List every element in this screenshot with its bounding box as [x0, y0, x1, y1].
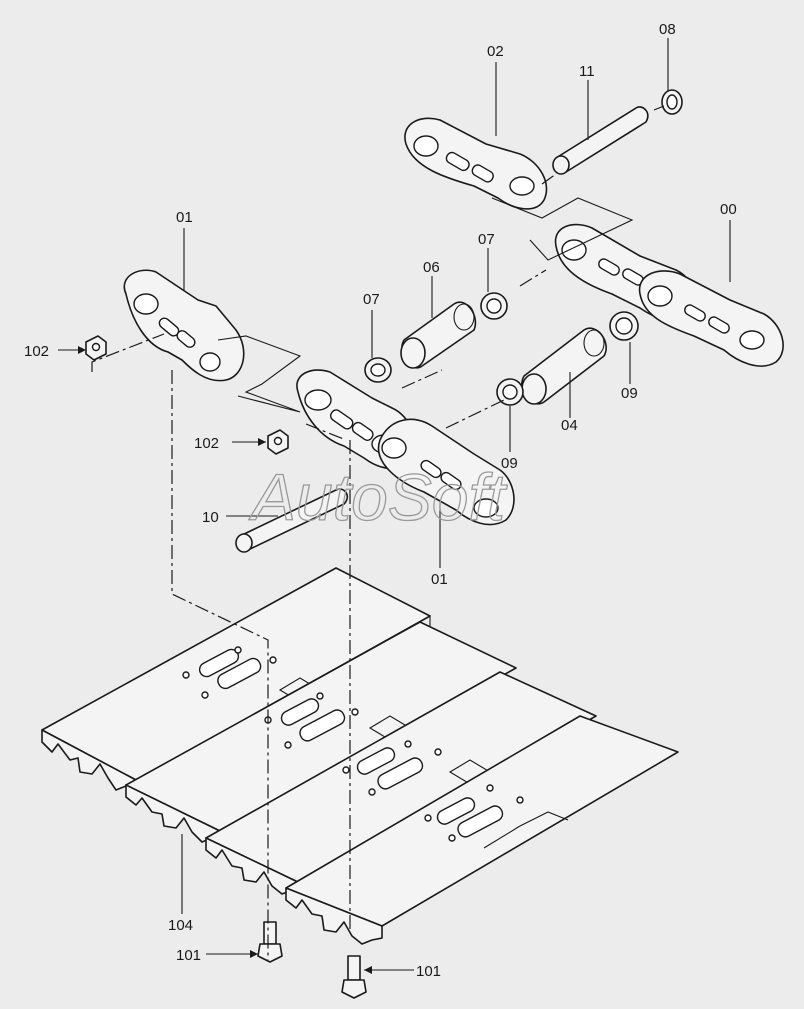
nut-top	[85, 335, 107, 361]
leader-lines	[58, 38, 731, 974]
callout-101-right: 101	[416, 963, 441, 980]
track-shoe-assembly	[41, 567, 679, 945]
callout-101-left: 101	[176, 947, 201, 964]
bushing-04	[521, 327, 607, 405]
callout-labels: 01 02 11 08 00 07 06 07 09 04 09 01 10 1…	[24, 21, 737, 980]
center-lines	[91, 105, 665, 960]
pin-10	[235, 488, 349, 553]
track-shoe-3	[205, 671, 597, 897]
callout-01-upper: 01	[176, 209, 193, 226]
track-shoe-2	[125, 621, 517, 845]
bushing-06	[400, 301, 477, 369]
callout-102-mid: 102	[194, 435, 219, 452]
callout-07-left: 07	[363, 291, 380, 308]
callout-01-middle: 01	[431, 571, 448, 588]
callout-04: 04	[561, 417, 578, 434]
nut-mid	[267, 429, 289, 455]
callout-06: 06	[423, 259, 440, 276]
bolt-left	[257, 921, 283, 963]
callout-08: 08	[659, 21, 676, 38]
assembly-planes	[217, 197, 634, 413]
callout-10: 10	[202, 509, 219, 526]
track-shoe-4	[285, 715, 679, 945]
bolt-right	[341, 955, 367, 999]
seal-07-right	[480, 292, 508, 320]
seal-09-left	[496, 378, 524, 406]
link-01-upper	[123, 269, 245, 382]
seal-09-right	[609, 311, 639, 341]
callout-00: 00	[720, 201, 737, 218]
link-00-partner	[638, 270, 784, 367]
callout-07-right: 07	[478, 231, 495, 248]
callout-09-left: 09	[501, 455, 518, 472]
callout-02: 02	[487, 43, 504, 60]
link-02	[404, 117, 548, 210]
callout-104: 104	[168, 917, 193, 934]
callout-102-top: 102	[24, 343, 49, 360]
track-shoe-1	[41, 567, 431, 793]
link-01-middle-partner	[377, 418, 515, 526]
snap-ring-08	[661, 89, 683, 115]
callout-09-right: 09	[621, 385, 638, 402]
seal-07-left	[364, 357, 392, 383]
watermark: AutoSoft	[248, 460, 508, 534]
pin-11	[552, 106, 649, 175]
callout-11: 11	[579, 63, 595, 80]
